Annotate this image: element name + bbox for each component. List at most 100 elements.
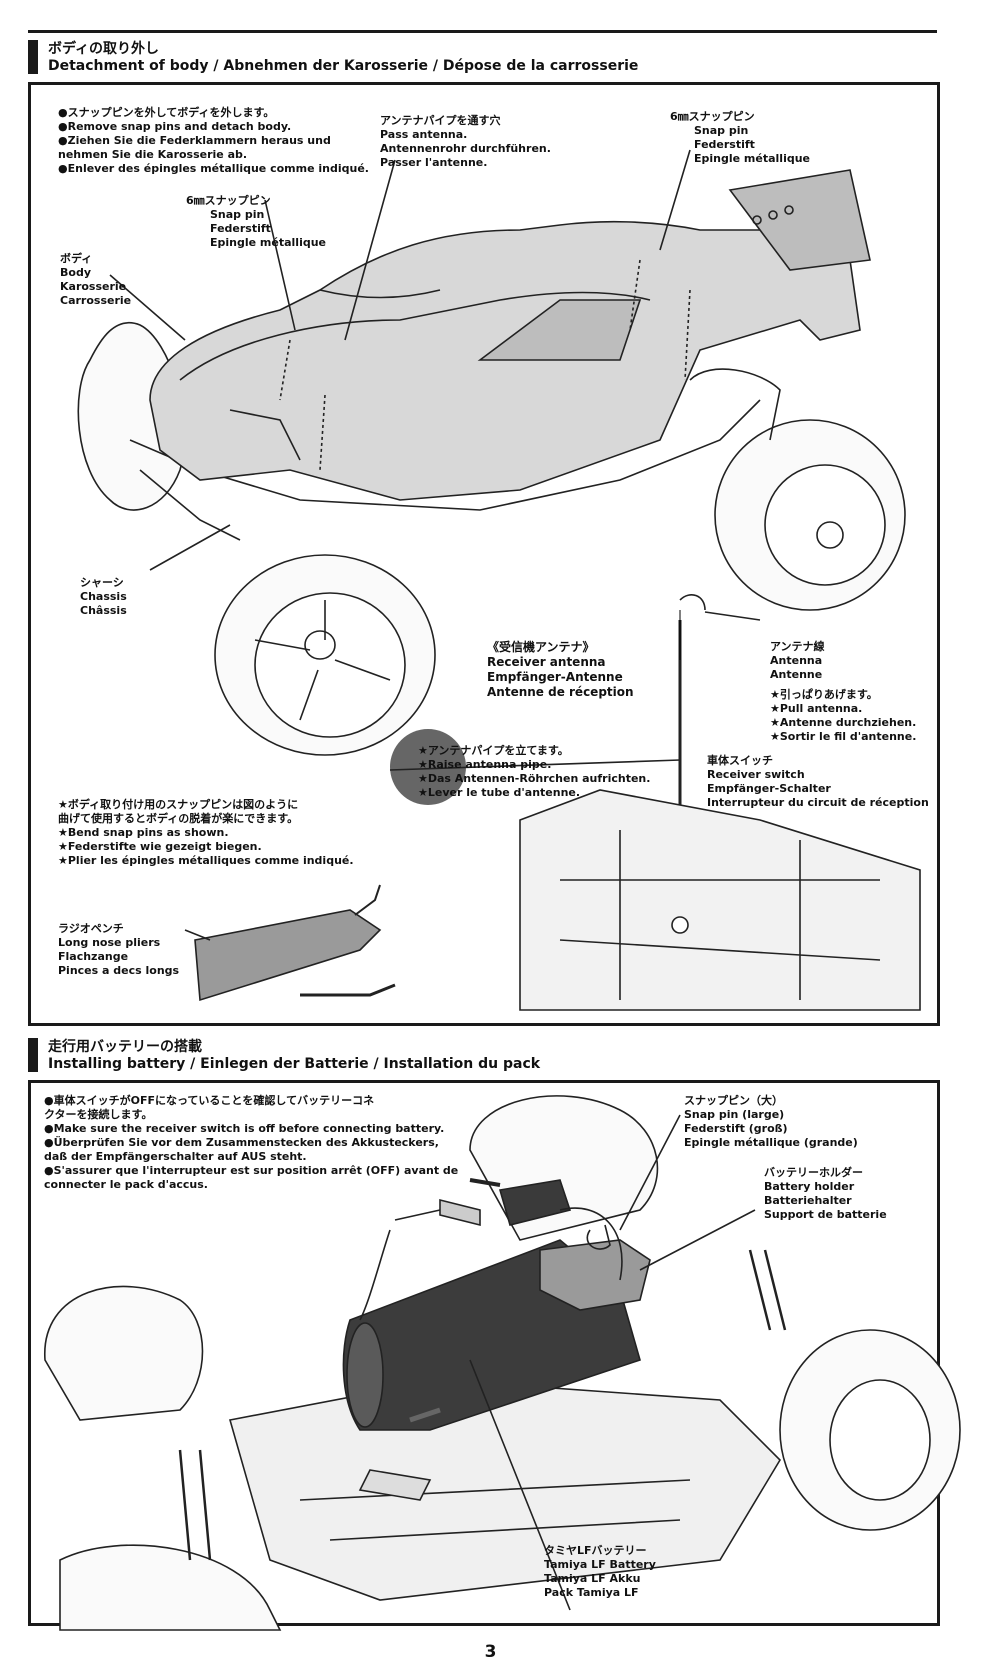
instruction-line: ●S'assurer que l'interrupteur est sur po… xyxy=(44,1164,459,1177)
instruction-line: ●Enlever des épingles métallique comme i… xyxy=(58,162,369,175)
label-line: スナップピン（大） xyxy=(684,1094,783,1107)
instruction-line: ●Make sure the receiver switch is off be… xyxy=(44,1122,445,1135)
instruction-line: connecter le pack d'accus. xyxy=(44,1178,208,1191)
page-number: 3 xyxy=(484,1642,497,1662)
label-line: ★Raise antenna pipe. xyxy=(418,758,552,771)
label-line: Interrupteur du circuit de réception xyxy=(707,796,929,809)
label-line: Federstift xyxy=(210,222,271,235)
label-line: Pinces a decs longs xyxy=(58,964,180,977)
battery-instructions: ●車体スイッチがOFFになっていることを確認してバッテリーコネ クターを接続しま… xyxy=(44,1094,458,1192)
pliers-label: ラジオペンチ Long nose pliers Flachzange Pince… xyxy=(58,922,179,978)
raise-pipe-label: ★アンテナパイプを立てます。 ★Raise antenna pipe. ★Das… xyxy=(418,744,650,800)
label-line: 車体スイッチ xyxy=(707,754,773,767)
label-line: 《受信機アンテナ》 xyxy=(487,640,595,654)
label-line: タミヤLFバッテリー xyxy=(544,1544,647,1557)
label-line: ★Antenne durchziehen. xyxy=(770,716,917,729)
detach-instructions: ●スナップピンを外してボディを外します。 ●Remove snap pins a… xyxy=(58,106,369,176)
label-line: ラジオペンチ xyxy=(58,922,124,935)
section-rule xyxy=(28,30,937,33)
battery-holder-label: バッテリーホルダー Battery holder Batteriehalter … xyxy=(764,1166,887,1222)
label-line: 6㎜スナップピン xyxy=(186,194,271,207)
label-line: バッテリーホルダー xyxy=(764,1166,863,1179)
label-line: Receiver antenna xyxy=(487,655,606,669)
label-line: アンテナ線 xyxy=(770,640,825,653)
label-line: ★Plier les épingles métalliques comme in… xyxy=(58,854,354,867)
label-line: Antenna xyxy=(770,654,823,667)
label-line: シャーシ xyxy=(80,576,124,589)
label-line: Federstift (groß) xyxy=(684,1122,788,1135)
label-line: ★Bend snap pins as shown. xyxy=(58,826,229,839)
label-line: Chassis xyxy=(80,590,127,603)
instruction-line: ●Überprüfen Sie vor dem Zusammenstecken … xyxy=(44,1136,439,1149)
label-line: Châssis xyxy=(80,604,127,617)
label-line: Support de batterie xyxy=(764,1208,887,1221)
label-line: Antenne de réception xyxy=(487,685,634,699)
label-line: Epingle métallique xyxy=(210,236,327,249)
battery-install-panel xyxy=(28,1080,940,1626)
label-line: Empfänger-Antenne xyxy=(487,670,623,684)
label-line: Passer l'antenne. xyxy=(380,156,488,169)
label-line: ★Lever le tube d'antenne. xyxy=(418,786,581,799)
label-line: Batteriehalter xyxy=(764,1194,852,1207)
body-label: ボディ Body Karosserie Carrosserie xyxy=(60,252,131,308)
label-line: Tamiya LF Battery xyxy=(544,1558,656,1571)
instruction-line: ●車体スイッチがOFFになっていることを確認してバッテリーコネ xyxy=(44,1094,375,1107)
antenna-pipe-hole-label: アンテナパイプを通す穴 Pass antenna. Antennenrohr d… xyxy=(380,114,551,170)
label-line: ★アンテナパイプを立てます。 xyxy=(418,744,569,757)
snap-pin-large-label: スナップピン（大） Snap pin (large) Federstift (g… xyxy=(684,1094,858,1150)
instruction-line: ●スナップピンを外してボディを外します。 xyxy=(58,106,275,119)
receiver-antenna-label: 《受信機アンテナ》 Receiver antenna Empfänger-Ant… xyxy=(487,640,634,700)
section1-title-jp: ボディの取り外し xyxy=(48,41,160,57)
label-line: Tamiya LF Akku xyxy=(544,1572,641,1585)
bend-pins-note: ★ボディ取り付け用のスナップピンは図のように 曲げて使用するとボディの脱着が楽に… xyxy=(58,798,354,868)
battery-label: タミヤLFバッテリー Tamiya LF Battery Tamiya LF A… xyxy=(544,1544,656,1600)
label-line: Flachzange xyxy=(58,950,129,963)
pull-antenna-label: ★引っぱりあげます。 ★Pull antenna. ★Antenne durch… xyxy=(770,688,916,744)
snap-pin-right-label: 6㎜スナップピン Snap pin Federstift Epingle mét… xyxy=(670,110,810,166)
label-line: Karosserie xyxy=(60,280,127,293)
label-line: Empfänger-Schalter xyxy=(707,782,831,795)
label-line: Snap pin xyxy=(694,124,749,137)
label-line: Snap pin (large) xyxy=(684,1108,785,1121)
label-line: Pack Tamiya LF xyxy=(544,1586,639,1599)
label-line: 6㎜スナップピン xyxy=(670,110,755,123)
antenna-wire-label: アンテナ線 Antenna Antenne xyxy=(770,640,825,682)
label-line: Antennenrohr durchführen. xyxy=(380,142,551,155)
section-marker xyxy=(28,40,38,74)
body-detachment-panel xyxy=(28,82,940,1026)
label-line: ★Das Antennen-Röhrchen aufrichten. xyxy=(418,772,651,785)
label-line: Snap pin xyxy=(210,208,265,221)
label-line: Body xyxy=(60,266,91,279)
instruction-line: nehmen Sie die Karosserie ab. xyxy=(58,148,248,161)
label-line: ボディ xyxy=(60,252,93,265)
label-line: ★Federstifte wie gezeigt biegen. xyxy=(58,840,262,853)
label-line: Epingle métallique (grande) xyxy=(684,1136,858,1149)
label-line: ★Pull antenna. xyxy=(770,702,863,715)
instruction-line: ●Remove snap pins and detach body. xyxy=(58,120,292,133)
label-line: Receiver switch xyxy=(707,768,805,781)
instruction-line: ●Ziehen Sie die Federklammern heraus und xyxy=(58,134,331,147)
chassis-label: シャーシ Chassis Châssis xyxy=(80,576,127,618)
section1-title-en: Detachment of body / Abnehmen der Kaross… xyxy=(48,58,639,74)
receiver-switch-label: 車体スイッチ Receiver switch Empfänger-Schalte… xyxy=(707,754,929,810)
label-line: Long nose pliers xyxy=(58,936,161,949)
label-line: Carrosserie xyxy=(60,294,132,307)
instruction-line: クターを接続します。 xyxy=(44,1108,153,1121)
label-line: 曲げて使用するとボディの脱着が楽にできます。 xyxy=(58,812,299,825)
label-line: Antenne xyxy=(770,668,823,681)
label-line: ★引っぱりあげます。 xyxy=(770,688,878,701)
label-line: アンテナパイプを通す穴 xyxy=(380,114,501,127)
section2-title-en: Installing battery / Einlegen der Batter… xyxy=(48,1056,541,1072)
snap-pin-left-label: 6㎜スナップピン Snap pin Federstift Epingle mét… xyxy=(186,194,326,250)
label-line: Battery holder xyxy=(764,1180,855,1193)
label-line: ★Sortir le fil d'antenne. xyxy=(770,730,917,743)
label-line: Federstift xyxy=(694,138,755,151)
label-line: Pass antenna. xyxy=(380,128,468,141)
section-marker xyxy=(28,1038,38,1072)
label-line: Epingle métallique xyxy=(694,152,811,165)
instruction-line: daß der Empfängerschalter auf AUS steht. xyxy=(44,1150,307,1163)
label-line: ★ボディ取り付け用のスナップピンは図のように xyxy=(58,798,299,811)
section2-title-jp: 走行用バッテリーの搭載 xyxy=(48,1039,202,1055)
